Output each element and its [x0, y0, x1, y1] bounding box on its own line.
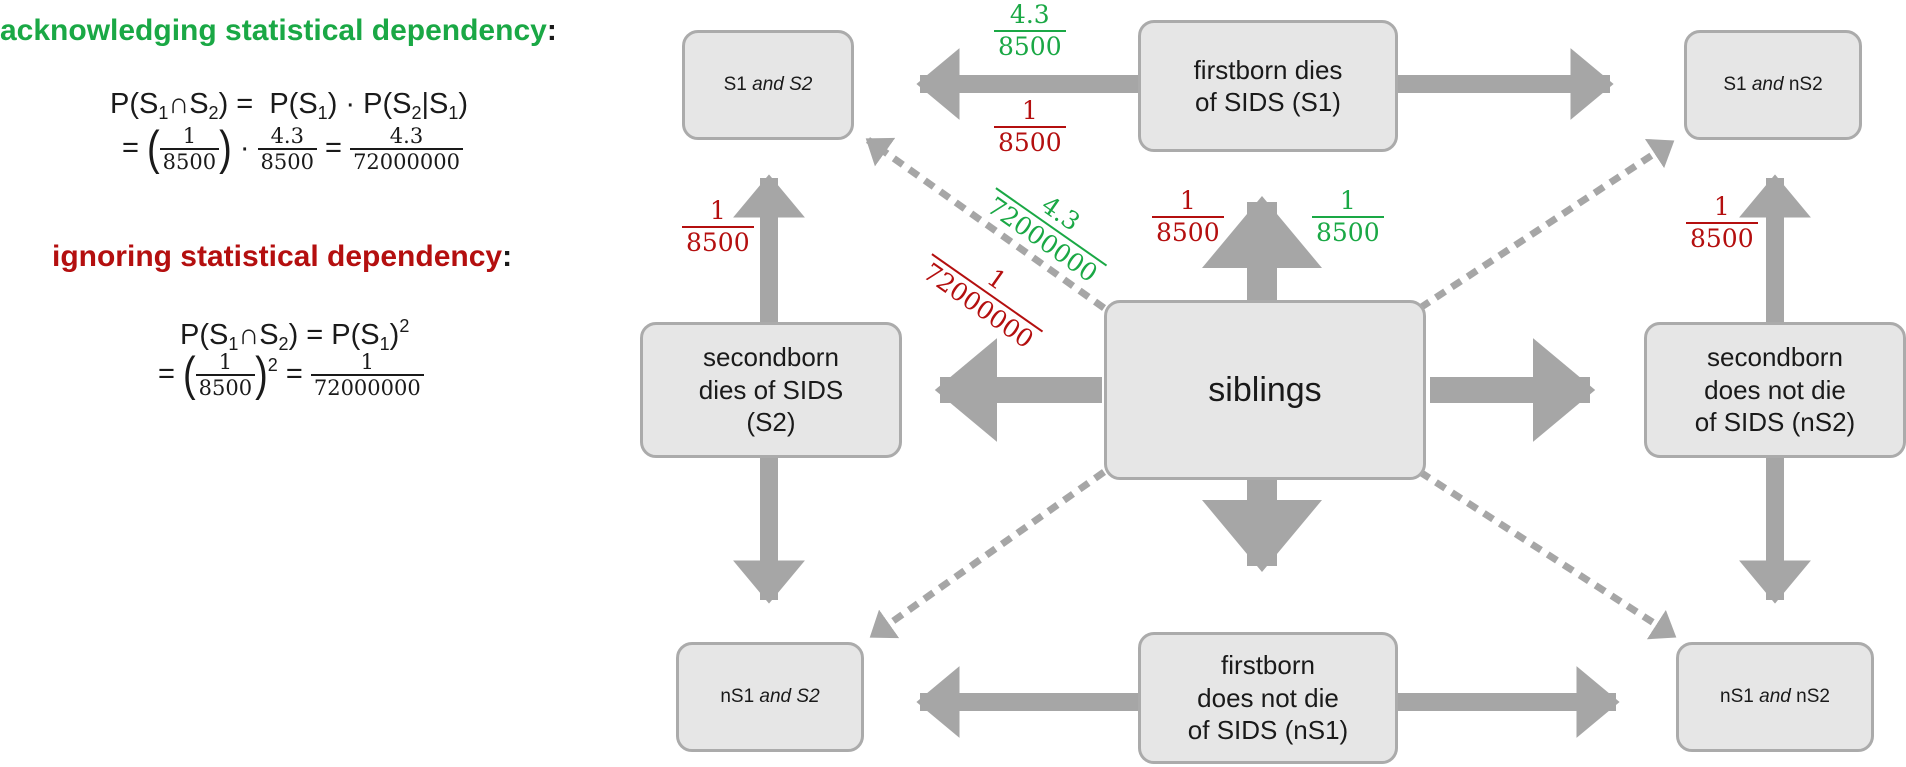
node-line: does not die — [1704, 374, 1846, 405]
prob-den: 8500 — [1152, 215, 1224, 248]
node-line: does not die — [1197, 682, 1339, 713]
node-text-italic: and — [1759, 686, 1791, 708]
prob-right-red: 1 8500 — [1686, 192, 1758, 253]
equals-sign: = — [158, 357, 175, 390]
node-firstborn-dies: firstborn dies of SIDS (S1) — [1138, 20, 1398, 152]
node-secondborn-not: secondborn does not die of SIDS (nS2) — [1644, 322, 1906, 458]
node-text: nS1 — [1720, 686, 1760, 708]
prob-num: 1 — [709, 196, 726, 225]
node-secondborn-dies-label: secondborn dies of SIDS (S2) — [699, 341, 844, 439]
frac-num: 4.3 — [389, 124, 424, 148]
node-line: firstborn — [1221, 650, 1315, 681]
equals-sign: = — [122, 131, 139, 164]
prob-den: 8500 — [1312, 215, 1384, 248]
close-paren: ) — [219, 122, 232, 175]
node-s1-and-ns2-label: S1 and nS2 — [1723, 73, 1822, 97]
prob-num: 1 — [1179, 186, 1196, 215]
node-s1-and-s2-label: S1 and S2 — [724, 73, 813, 97]
node-text: nS1 — [720, 686, 760, 708]
prob-den: 8500 — [994, 125, 1066, 158]
prob-top-red: 1 8500 — [994, 96, 1066, 157]
node-ns1-and-ns2-label: nS1 and nS2 — [1720, 685, 1830, 709]
node-text: S1 — [723, 74, 753, 96]
node-line: secondborn — [703, 342, 839, 373]
frac-den: 72000000 — [310, 374, 424, 400]
node-secondborn-not-label: secondborn does not die of SIDS (nS2) — [1695, 341, 1855, 439]
frac-den: 72000000 — [350, 148, 463, 174]
node-s1-and-s2: S1 and S2 — [682, 30, 854, 140]
frac-num: 1 — [182, 124, 197, 148]
open-paren: ( — [183, 348, 196, 401]
node-ns1-and-s2-label: nS1 and S2 — [720, 685, 819, 709]
node-ns1-and-ns2: nS1 and nS2 — [1676, 642, 1874, 752]
prob-top-green: 4.3 8500 — [994, 0, 1066, 61]
node-secondborn-dies: secondborn dies of SIDS (S2) — [640, 322, 902, 458]
node-line: of SIDS (S1) — [1195, 87, 1341, 117]
prob-den: 8500 — [1686, 221, 1758, 254]
acknowledging-heading: acknowledging statistical dependency: — [0, 14, 557, 48]
ignoring-formula-line1: P(S1∩S2) = P(S1)2 — [180, 316, 410, 354]
node-firstborn-not: firstborn does not die of SIDS (nS1) — [1138, 632, 1398, 764]
prob-center-green: 1 8500 — [1312, 186, 1384, 247]
frac-den: 8500 — [159, 148, 220, 174]
acknowledging-colon: : — [546, 14, 557, 47]
prob-den: 8500 — [994, 29, 1066, 62]
node-line: firstborn dies — [1193, 54, 1343, 85]
dotted-arrow-siblings-to-s1-ns2 — [1418, 138, 1675, 311]
node-firstborn-dies-label: firstborn dies of SIDS (S1) — [1194, 54, 1343, 119]
close-paren: ) — [255, 348, 268, 401]
prob-num: 1 — [1713, 192, 1730, 221]
frac-num: 1 — [218, 350, 233, 374]
node-text-italic: and S2 — [752, 74, 813, 96]
prob-left-red: 1 8500 — [682, 196, 754, 257]
frac-num: 1 — [360, 350, 374, 374]
prob-num: 4.3 — [1009, 0, 1050, 29]
ignoring-heading: ignoring statistical dependency: — [52, 240, 512, 274]
ignoring-colon: : — [502, 240, 513, 273]
node-line: of SIDS (nS2) — [1694, 407, 1856, 438]
ignoring-heading-text: ignoring statistical dependency — [52, 240, 503, 273]
node-firstborn-not-label: firstborn does not die of SIDS (nS1) — [1188, 649, 1348, 747]
node-line: of SIDS (nS1) — [1187, 715, 1349, 746]
node-line: secondborn — [1707, 342, 1843, 373]
acknowledging-heading-text: acknowledging statistical dependency — [0, 14, 547, 47]
node-text-italic: and S2 — [759, 686, 820, 708]
node-text: nS2 — [1790, 686, 1830, 708]
dotted-arrow-siblings-to-s1-s2 — [865, 137, 1107, 311]
prob-den: 8500 — [682, 225, 754, 258]
node-s1-and-ns2: S1 and nS2 — [1684, 30, 1862, 140]
node-line: dies of SIDS — [698, 374, 844, 405]
acknowledging-formula-line1: P(S1∩S2) = P(S1) · P(S2|S1) — [110, 88, 469, 123]
node-line: (S2) — [746, 407, 796, 438]
prob-num: 1 — [1021, 96, 1038, 125]
dotted-arrow-siblings-to-ns1-s2 — [869, 469, 1107, 639]
prob-center-red: 1 8500 — [1152, 186, 1224, 247]
node-siblings-label: siblings — [1208, 370, 1322, 409]
prob-num: 1 — [1339, 186, 1356, 215]
frac-den: 8500 — [257, 148, 317, 174]
node-text-italic: and — [1751, 74, 1784, 96]
node-siblings: siblings — [1104, 300, 1426, 480]
node-text: nS2 — [1783, 74, 1823, 96]
frac-den: 8500 — [195, 374, 256, 400]
node-text: S1 — [1723, 74, 1752, 96]
open-paren: ( — [147, 122, 160, 175]
dotted-arrow-siblings-to-ns1-ns2 — [1418, 469, 1677, 640]
frac-num: 4.3 — [270, 124, 304, 148]
node-ns1-and-s2: nS1 and S2 — [676, 642, 864, 752]
